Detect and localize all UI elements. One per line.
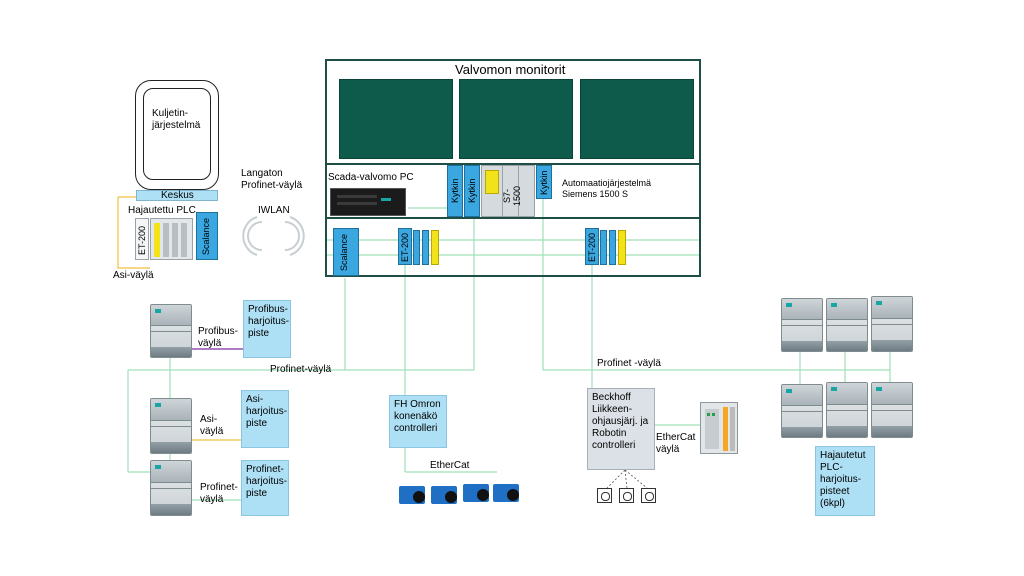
distributed-plc-4: [781, 384, 823, 438]
control-io-modules-b: [600, 230, 626, 265]
conveyor-scalance[interactable]: Scalance: [196, 212, 218, 260]
wifi-icon: [262, 222, 290, 250]
conveyor-label: Kuljetin- järjestelmä: [152, 108, 201, 131]
conveyor-inner: [143, 88, 211, 180]
beckhoff-ethercat-label: EtherCat väylä: [656, 432, 696, 455]
s7-rack: [481, 165, 535, 217]
profinet-station[interactable]: Profinet- harjoitus- piste: [241, 460, 289, 516]
camera-icon: [493, 484, 519, 502]
control-scalance[interactable]: Scalance: [333, 228, 359, 276]
conveyor-et200[interactable]: ET-200: [135, 218, 149, 260]
switch-2[interactable]: Kytkin: [464, 165, 480, 217]
motor-icon: [597, 488, 612, 503]
conveyor-outer: [135, 80, 219, 190]
beckhoff-controller[interactable]: Beckhoff Liikkeen- ohjausjärj. ja Roboti…: [587, 388, 655, 470]
station-plc-asi: [150, 398, 192, 454]
iwlan-label: IWLAN: [258, 205, 290, 216]
control-room-divider: [327, 163, 699, 165]
beckhoff-io-terminal: [700, 402, 738, 454]
profibus-bus-label: Profibus- väylä: [198, 326, 239, 349]
asi-station-bus-label: Asi- väylä: [200, 414, 224, 437]
distributed-plc-2: [826, 298, 868, 352]
control-et200-a[interactable]: ET-200: [398, 228, 412, 265]
scada-pc-server[interactable]: [330, 188, 406, 216]
camera-icon: [399, 486, 425, 504]
switch-1[interactable]: Kytkin: [447, 165, 463, 217]
profibus-station[interactable]: Profibus- harjoitus- piste: [243, 300, 291, 358]
camera-icons: [399, 482, 521, 508]
conveyor-center: Keskus: [136, 190, 218, 201]
control-io-modules-a: [413, 230, 439, 265]
motor-icons: [597, 488, 661, 504]
station-plc-profibus: [150, 304, 192, 358]
profinet-right-label: Profinet -väylä: [597, 358, 661, 369]
camera-icon: [463, 484, 489, 502]
asi-bus-line: [117, 197, 150, 269]
distributed-plc-5: [826, 382, 868, 438]
scada-pc-label: Scada-valvomo PC: [328, 172, 414, 183]
station-plc-profinet: [150, 460, 192, 516]
monitor-1: [339, 79, 453, 159]
distributed-plc-label: Hajautettu PLC: [128, 205, 196, 216]
asi-bus-label: Asi-väylä: [113, 270, 154, 281]
motor-icon: [619, 488, 634, 503]
control-et200-b[interactable]: ET-200: [585, 228, 599, 265]
camera-icon: [431, 486, 457, 504]
s7-1500-label: S7- 1500: [502, 185, 522, 207]
omron-controller[interactable]: FH Omron konenäkö controlleri: [389, 395, 447, 448]
profinet-station-bus-label: Profinet- väylä: [200, 482, 238, 505]
motor-icon: [641, 488, 656, 503]
asi-station[interactable]: Asi- harjoitus- piste: [241, 390, 289, 448]
distributed-plc-1: [781, 298, 823, 352]
control-room-frame: [325, 59, 701, 277]
monitor-3: [580, 79, 694, 159]
wireless-label: Langaton Profinet-väylä: [241, 168, 303, 191]
switch-3[interactable]: Kytkin: [536, 165, 552, 199]
omron-ethercat-label: EtherCat: [430, 460, 470, 471]
control-room-title: Valvomon monitorit: [455, 62, 566, 77]
control-room-divider: [327, 217, 699, 219]
monitor-2: [459, 79, 573, 159]
profinet-left-label: Profinet-väylä: [270, 364, 332, 375]
distributed-plc-6: [871, 382, 913, 438]
automation-system-label: Automaatiojärjestelmä Siemens 1500 S: [562, 178, 652, 199]
conveyor-io-modules: [150, 218, 193, 260]
distributed-plc-3: [871, 296, 913, 352]
distributed-stations-label[interactable]: Hajautetut PLC- harjoitus- pisteet (6kpl…: [815, 446, 875, 516]
